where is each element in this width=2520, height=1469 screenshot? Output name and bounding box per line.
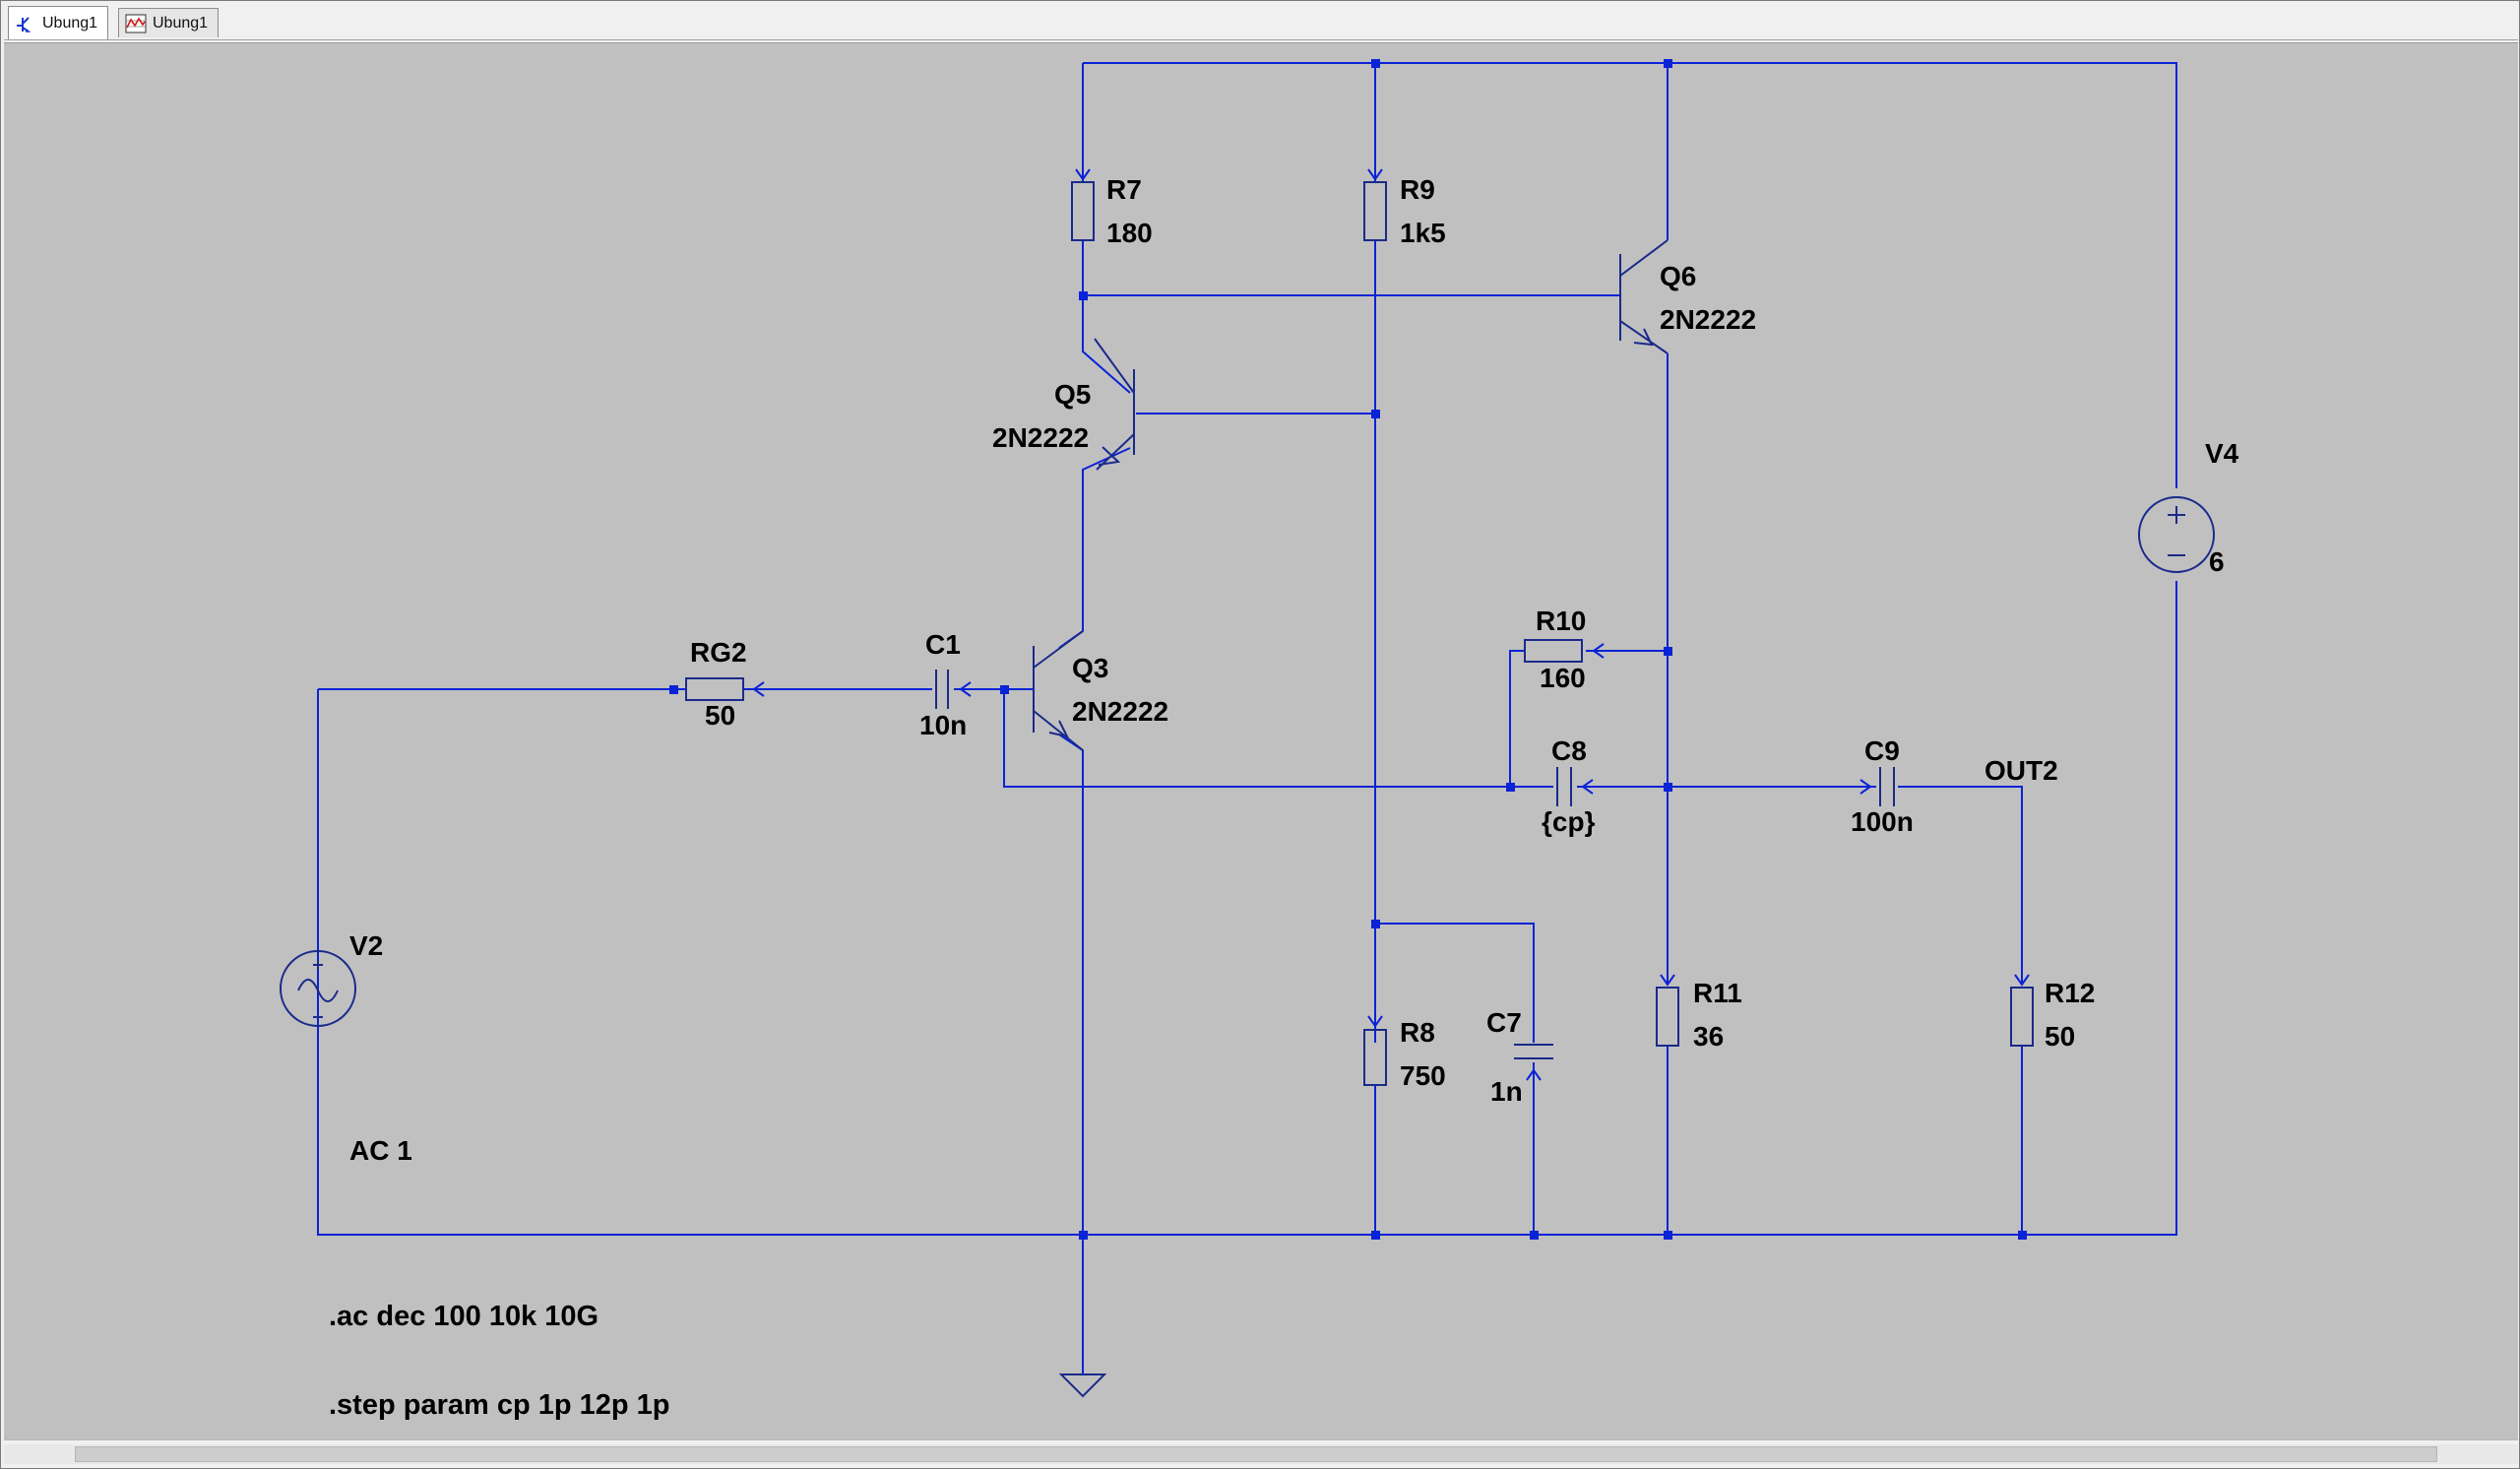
r12-name: R12	[2045, 978, 2095, 1008]
q3-model: 2N2222	[1072, 696, 1168, 727]
v4-name: V4	[2205, 438, 2239, 469]
voltage-source-v2[interactable]	[280, 950, 356, 1027]
waveform-icon	[125, 14, 147, 32]
ground-symbol[interactable]	[1058, 1358, 1107, 1398]
horizontal-scrollbar[interactable]	[4, 1444, 2518, 1464]
r9-value: 1k5	[1400, 218, 1446, 248]
r10-value: 160	[1540, 663, 1586, 693]
r11-name: R11	[1693, 978, 1742, 1008]
r10-name: R10	[1536, 606, 1586, 636]
c7-name: C7	[1486, 1007, 1522, 1038]
wires	[317, 62, 2177, 1358]
c1-name: C1	[925, 629, 961, 660]
capacitor-c8[interactable]	[1556, 767, 1594, 806]
schematic-icon	[17, 16, 32, 32]
tab-waveform[interactable]: Ubung1	[118, 8, 220, 37]
v2-name: V2	[349, 930, 383, 961]
q6-model: 2N2222	[1660, 304, 1756, 335]
transistor-q5[interactable]	[1094, 338, 1135, 471]
tab-bar: Ubung1 Ubung1	[4, 4, 2518, 40]
transistor-q3[interactable]	[1004, 630, 1084, 751]
capacitor-c7[interactable]	[1514, 1044, 1553, 1081]
r9-name: R9	[1400, 174, 1435, 205]
r7-value: 180	[1106, 218, 1153, 248]
rg2-name: RG2	[690, 637, 747, 668]
rg2-value: 50	[705, 700, 735, 731]
resistor-r10[interactable]	[1524, 639, 1605, 663]
step-directive[interactable]: .step param cp 1p 12p 1p	[329, 1389, 670, 1421]
r8-name: R8	[1400, 1017, 1435, 1048]
c8-value: {cp}	[1542, 806, 1596, 837]
q5-model: 2N2222	[992, 422, 1089, 453]
resistor-r7[interactable]	[1071, 168, 1095, 241]
resistor-r8[interactable]	[1363, 1015, 1387, 1086]
schematic-canvas[interactable]: R7 180 R9 1k5 Q6 2N2222 Q5 2N2222 Q3 2N2…	[4, 42, 2518, 1439]
ac-directive[interactable]: .ac dec 100 10k 10G	[329, 1301, 598, 1332]
v4-value: 6	[2209, 546, 2225, 577]
c8-name: C8	[1551, 735, 1587, 766]
c9-name: C9	[1864, 735, 1900, 766]
component-labels: R7 180 R9 1k5 Q6 2N2222 Q5 2N2222 Q3 2N2…	[349, 174, 2239, 1166]
v2-value: AC 1	[349, 1135, 412, 1166]
r8-value: 750	[1400, 1060, 1446, 1091]
resistor-r11[interactable]	[1656, 974, 1679, 1047]
junctions	[669, 59, 2027, 1240]
q3-name: Q3	[1072, 653, 1108, 683]
transistor-q6[interactable]	[1619, 239, 1669, 354]
spice-directives: .ac dec 100 10k 10G .step param cp 1p 12…	[329, 1301, 670, 1421]
net-label-out2[interactable]: OUT2	[1984, 755, 2058, 786]
c7-value: 1n	[1490, 1076, 1523, 1107]
status-area	[4, 1439, 2518, 1468]
r11-value: 36	[1693, 1021, 1724, 1052]
voltage-source-v4[interactable]	[2138, 496, 2215, 573]
capacitor-c1[interactable]	[935, 670, 972, 709]
c9-value: 100n	[1851, 806, 1914, 837]
q6-name: Q6	[1660, 261, 1696, 291]
tab-label: Ubung1	[153, 14, 209, 32]
r12-value: 50	[2045, 1021, 2075, 1052]
q5-name: Q5	[1054, 379, 1091, 410]
resistor-r9[interactable]	[1363, 168, 1387, 241]
scrollbar-thumb[interactable]	[75, 1446, 2437, 1462]
tab-schematic[interactable]: Ubung1	[8, 6, 109, 39]
r7-name: R7	[1106, 174, 1142, 205]
tab-label: Ubung1	[42, 14, 98, 32]
c1-value: 10n	[919, 710, 967, 740]
capacitor-c9[interactable]	[1859, 767, 1895, 806]
resistor-r12[interactable]	[2010, 974, 2034, 1047]
